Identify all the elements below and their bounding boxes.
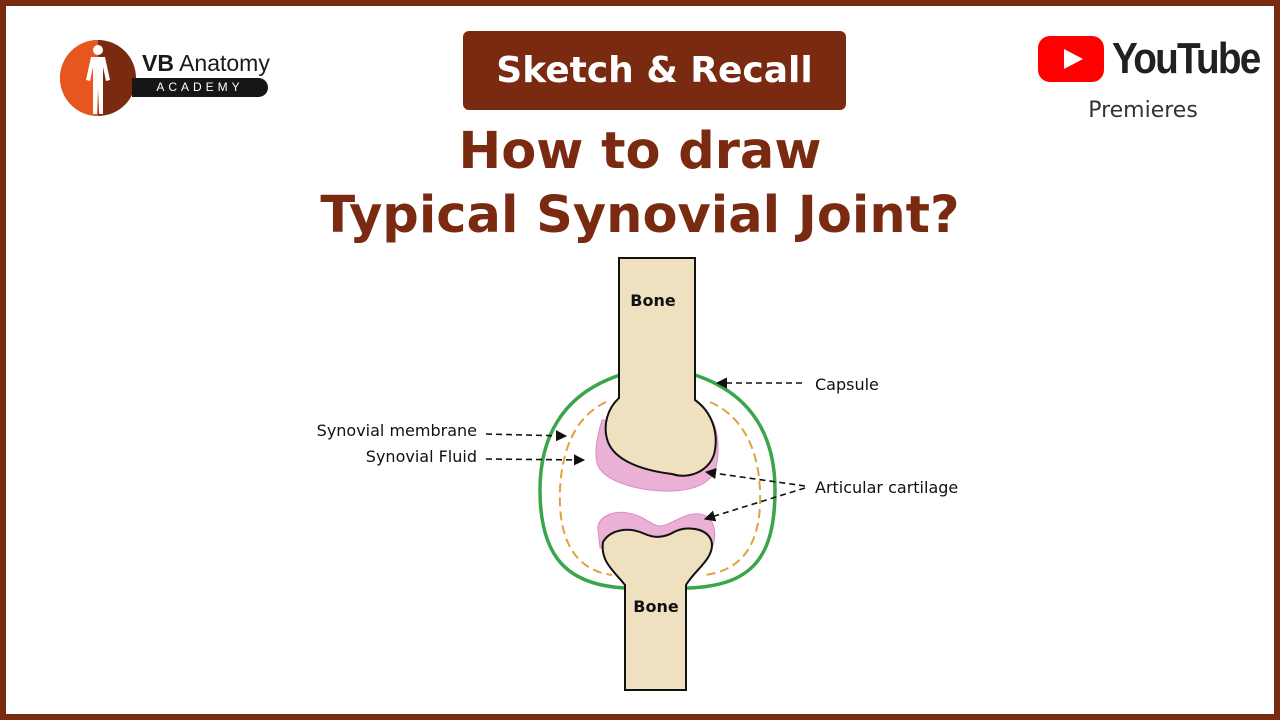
- synovial-membrane-pointer: [485, 430, 568, 442]
- human-figure-logo-icon: [60, 40, 136, 116]
- youtube-play-icon: [1038, 36, 1104, 82]
- label-synovial-fluid: Synovial Fluid: [366, 447, 477, 466]
- brand-name-rest: Anatomy: [173, 50, 270, 76]
- label-bone-upper: Bone: [630, 291, 676, 310]
- label-capsule: Capsule: [815, 375, 879, 394]
- label-bone-lower: Bone: [633, 597, 679, 616]
- label-articular-cartilage: Articular cartilage: [815, 478, 958, 497]
- brand-subtitle-bar: ACADEMY: [132, 78, 268, 97]
- articular-cartilage-pointer-lower: [703, 487, 806, 522]
- youtube-premieres: YouTube Premieres: [1038, 28, 1261, 138]
- synovial-fluid-pointer: [485, 454, 586, 466]
- brand-subtitle: ACADEMY: [156, 80, 244, 94]
- upper-bone: [604, 257, 717, 477]
- page-title: How to draw Typical Synovial Joint?: [6, 120, 1274, 248]
- title-line-2: Typical Synovial Joint?: [320, 186, 960, 245]
- brand-name-bold: VB: [142, 50, 174, 76]
- brand-name: VB Anatomy: [142, 50, 270, 77]
- label-synovial-membrane: Synovial membrane: [317, 421, 477, 440]
- lower-bone: [601, 527, 714, 691]
- badge-label: Sketch & Recall: [496, 50, 813, 91]
- synovial-joint-diagram: Bone Bone Capsule Synovial membrane Syno…: [317, 257, 958, 691]
- premieres-label: Premieres: [1088, 98, 1198, 123]
- title-line-1: How to draw: [458, 122, 822, 181]
- sketch-recall-badge: Sketch & Recall: [463, 31, 846, 110]
- vb-anatomy-logo: VB Anatomy ACADEMY: [58, 30, 288, 120]
- articular-cartilage-pointer-upper: [704, 467, 806, 487]
- synovial-membrane: [558, 401, 613, 576]
- youtube-wordmark: YouTube: [1112, 34, 1261, 83]
- synovial-membrane-right: [704, 401, 762, 576]
